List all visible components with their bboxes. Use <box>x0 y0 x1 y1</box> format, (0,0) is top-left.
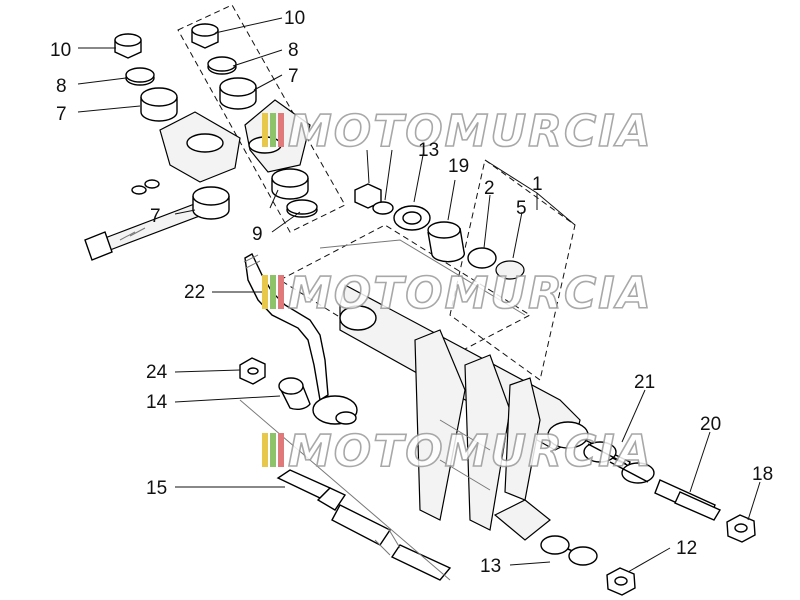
watermark-stripe <box>278 275 284 309</box>
part-labels: 10 8 7 7 9 10 8 7 13 19 2 1 5 22 24 14 2… <box>50 8 773 577</box>
part-label: 2 <box>484 178 495 199</box>
watermark-stripe <box>278 113 284 147</box>
watermark-stripe <box>278 433 284 467</box>
bolt-right <box>654 479 756 543</box>
swing-arm-frame <box>339 284 589 541</box>
watermark-stripe <box>270 275 276 309</box>
part-label: 10 <box>284 8 305 29</box>
part-label: 5 <box>516 198 527 219</box>
part-label: 8 <box>56 76 67 97</box>
parts-drawing <box>84 4 756 596</box>
leader-lines <box>77 17 761 573</box>
part-label: 7 <box>56 104 67 125</box>
left-bracket <box>84 111 241 261</box>
part-label: 7 <box>288 66 299 87</box>
watermark-text: MOTOMURCIA <box>288 268 653 319</box>
watermark-text: MOTOMURCIA <box>288 106 653 157</box>
watermark-stripe <box>262 275 268 309</box>
part-label: 7 <box>150 206 161 227</box>
middle-stack <box>354 183 525 280</box>
watermark-stripe <box>270 433 276 467</box>
watermark-1: MOTOMURCIA <box>262 105 653 158</box>
dashed-group-box-right <box>449 159 576 381</box>
part-label: 14 <box>146 392 168 413</box>
part-label: 21 <box>634 372 655 393</box>
nut-bottom <box>606 567 636 596</box>
part-label: 18 <box>752 464 773 485</box>
watermark-stripe <box>262 113 268 147</box>
bushings <box>540 439 655 566</box>
nut-spacer-left <box>239 357 358 425</box>
left-stack <box>114 33 230 220</box>
rod-15 <box>239 399 452 581</box>
watermark-stripe <box>270 113 276 147</box>
watermark-2: MOTOMURCIA <box>262 267 653 320</box>
part-label: 15 <box>146 478 167 499</box>
part-label: 10 <box>50 40 71 61</box>
part-label: 13 <box>418 140 439 161</box>
part-label: 19 <box>448 156 469 177</box>
ghost-outline <box>319 239 526 316</box>
part-label: 24 <box>146 362 168 383</box>
part-label: 8 <box>288 40 299 61</box>
watermark-stripe <box>262 433 268 467</box>
part-label: 13 <box>480 556 501 577</box>
part-label: 20 <box>700 414 721 435</box>
watermark-3: MOTOMURCIA <box>262 425 653 478</box>
part-label: 9 <box>252 224 263 245</box>
part-label: 22 <box>184 282 205 303</box>
part-label: 12 <box>676 538 697 559</box>
watermark-text: MOTOMURCIA <box>288 426 653 477</box>
part-label: 1 <box>532 174 543 195</box>
